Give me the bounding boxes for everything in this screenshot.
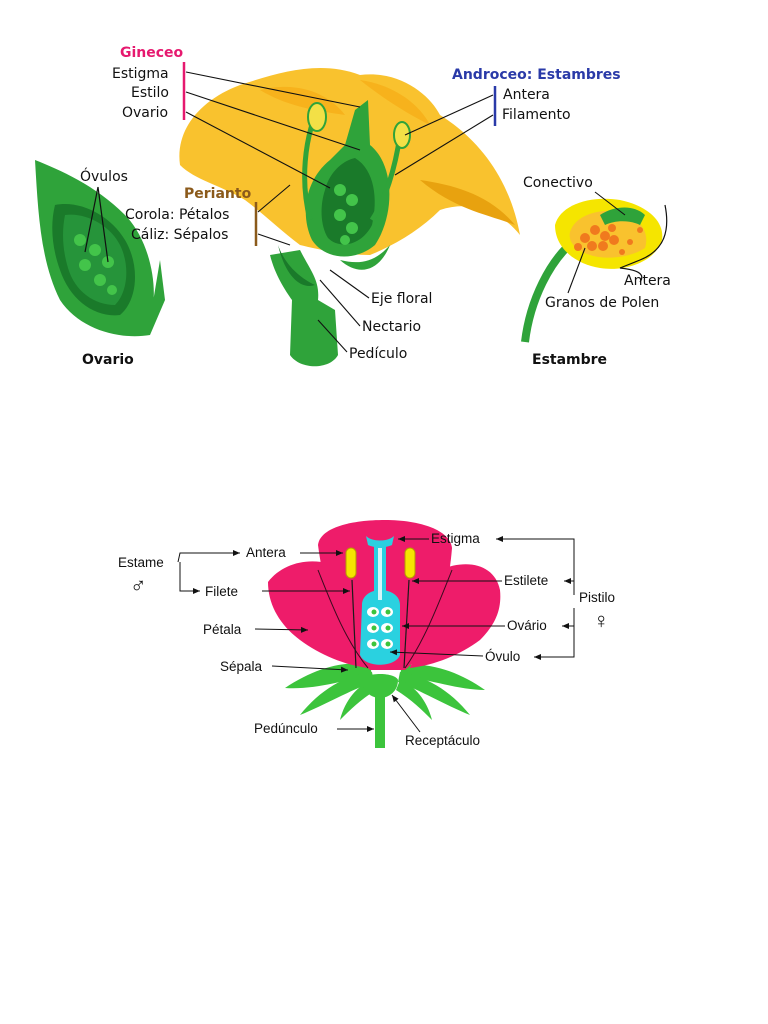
corola-pointer (257, 184, 291, 213)
nectario-pointer (319, 279, 361, 327)
ovulos-label: Óvulos (80, 167, 128, 185)
estigma-pointer (185, 71, 361, 108)
antera-label-1: Antera (503, 87, 550, 103)
gineceo-title: Gineceo (120, 45, 184, 61)
estilo-label-1: Estilo (131, 85, 169, 101)
ovario-label-2: Ovário (507, 618, 547, 633)
ovario-pointer (185, 111, 331, 189)
stem-receptacle-illustration (362, 674, 398, 748)
conectivo-pointer (594, 191, 626, 216)
ovulos-pointer-2 (97, 186, 109, 263)
pistilo-estigma-connector (496, 536, 575, 595)
ovario-caption: Ovario (82, 352, 134, 368)
antera-pointer (404, 94, 494, 136)
estigma-label-2: Estigma (431, 531, 480, 546)
stamens-illustration (345, 547, 416, 669)
estilo-pointer (185, 91, 361, 151)
androceo-title: Androceo: Estambres (452, 67, 621, 83)
filamento-label: Filamento (502, 107, 571, 123)
main-flower-illustration (179, 68, 521, 367)
estilete-label: Estilete (504, 573, 548, 588)
receptaculo-pointer (391, 694, 421, 733)
sepala-label: Sépala (220, 659, 263, 674)
ovario-illustration (35, 160, 165, 337)
female-symbol: ♀ (593, 608, 610, 633)
estambre-illustration (521, 198, 663, 343)
ovulo-label: Óvulo (485, 649, 520, 664)
conectivo-label: Conectivo (523, 175, 593, 191)
filamento-pointer (394, 114, 494, 176)
estame-antera-connector (177, 550, 240, 563)
receptaculo-label: Receptáculo (405, 733, 480, 748)
ovulos-pointer-1 (84, 186, 99, 253)
pedunculo-label: Pedúnculo (254, 721, 318, 736)
nectario-label: Nectario (362, 319, 421, 335)
estame-filete-connector (179, 562, 200, 594)
estame-label: Estame (118, 555, 164, 570)
estambre-caption: Estambre (532, 352, 607, 368)
pediculo-pointer (317, 319, 348, 353)
estigma-label-1: Estigma (112, 66, 169, 82)
pistilo-ovulo-connector (534, 608, 575, 660)
antera-brace (619, 204, 668, 283)
ovario-label-1: Ovario (122, 105, 168, 121)
diagram-1-flower-anatomy: Óvulos Ovario Gi (35, 45, 671, 368)
eje-floral-pointer (329, 269, 370, 299)
pistil-illustration (360, 536, 400, 665)
pediculo-label: Pedículo (349, 346, 407, 362)
eje-floral-label: Eje floral (371, 291, 432, 307)
filete-label: Filete (205, 584, 238, 599)
granos-pointer (567, 247, 586, 294)
caliz-label: Cáliz: Sépalos (131, 227, 228, 243)
diagram-2-flower-parts: Estame ♂ Antera Filete Pétala Sépala Ped… (118, 520, 615, 748)
sepala-pointer (271, 665, 349, 673)
ovulo-pointer (389, 649, 484, 657)
granos-label: Granos de Polen (545, 295, 659, 311)
petala-pointer (254, 626, 309, 633)
antera-label-estambre: Antera (624, 273, 671, 289)
antera-label-2: Antera (246, 545, 286, 560)
pistilo-label: Pistilo (579, 590, 615, 605)
caliz-pointer (257, 233, 291, 246)
petala-label: Pétala (203, 622, 242, 637)
corola-label: Corola: Pétalos (125, 207, 229, 223)
male-symbol: ♂ (130, 573, 147, 598)
sepals-illustration (285, 663, 485, 720)
perianto-title: Perianto (184, 186, 252, 202)
